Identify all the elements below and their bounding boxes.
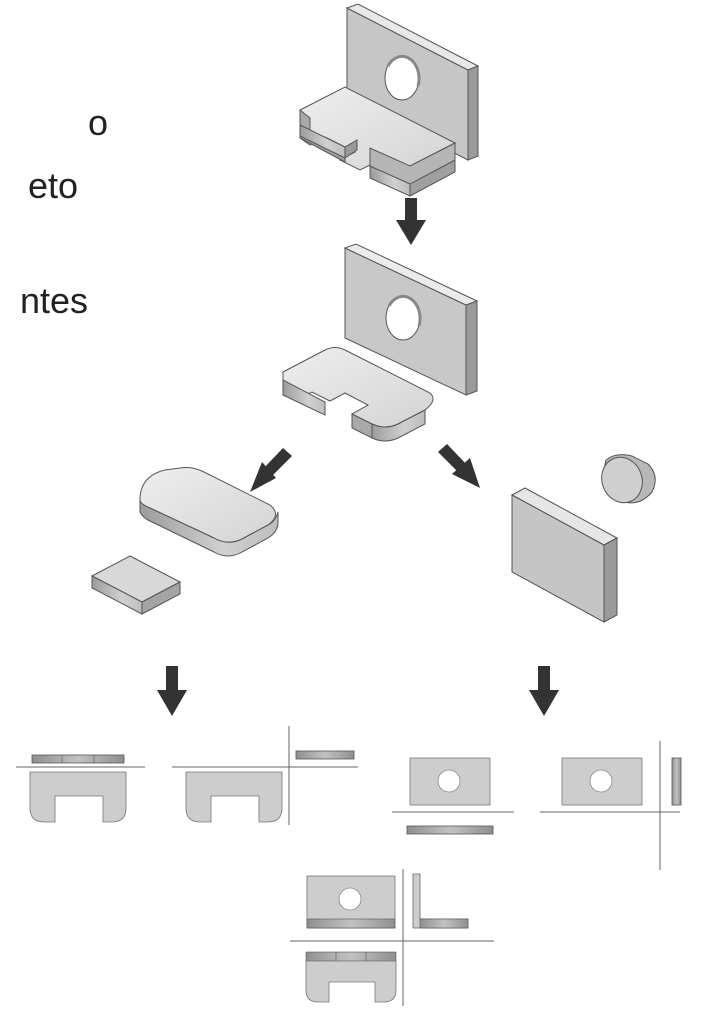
title-fragment-2: eto	[28, 165, 78, 206]
exploded-base-plate	[282, 347, 434, 442]
disk-cylinder	[601, 454, 656, 504]
ortho-base-with-side	[172, 726, 358, 825]
base-slab-rounded	[139, 467, 279, 557]
ortho-plate-front-top	[392, 757, 514, 835]
down-arrow-icon	[529, 666, 559, 716]
title-fragment-3: ntes	[20, 280, 88, 321]
down-arrow-icon	[157, 666, 187, 716]
ortho-combined	[290, 869, 494, 1006]
ortho-plate-with-side	[540, 741, 682, 870]
exploded-vertical-plate	[343, 243, 479, 396]
plate-solid	[510, 487, 619, 623]
down-arrow-icon	[396, 198, 426, 245]
small-block	[90, 555, 182, 615]
down-left-arrow-icon	[250, 448, 292, 492]
down-right-arrow-icon	[438, 444, 480, 488]
title-fragment-1: o	[88, 102, 108, 143]
ortho-base-front-top	[16, 754, 145, 823]
assembled-bracket	[299, 3, 480, 197]
